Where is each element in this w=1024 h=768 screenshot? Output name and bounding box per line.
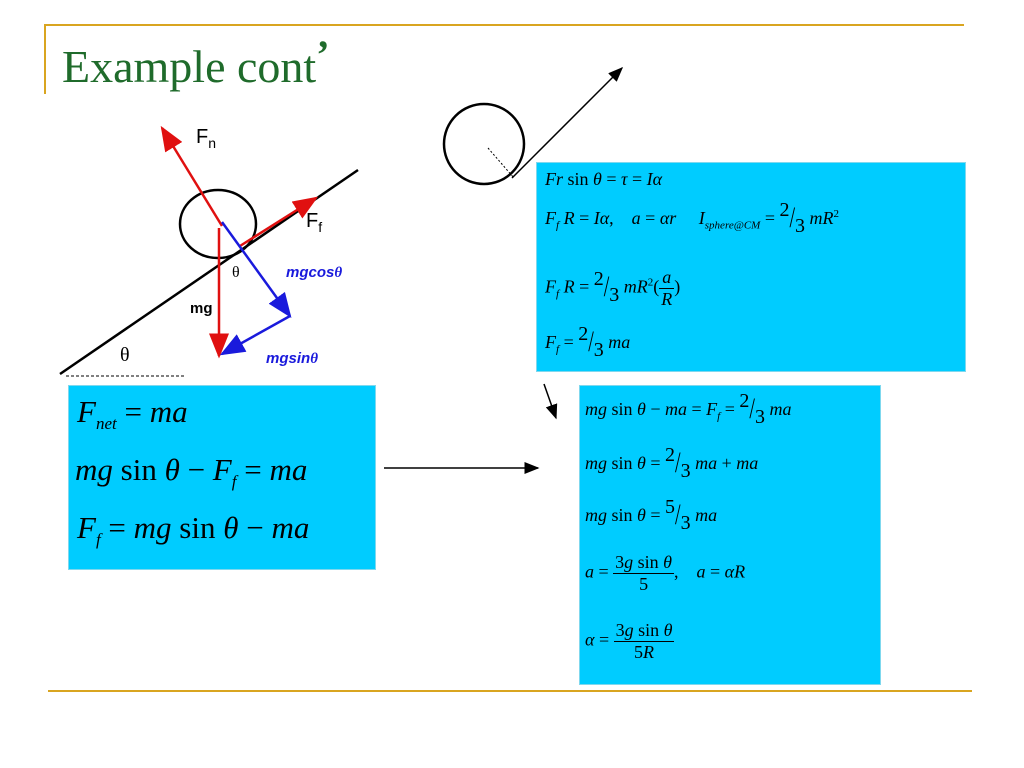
bottom-equation-box: mg sin θ − ma = Ff = 2/3 ma mg sin θ = 2… [579,385,881,685]
sphere-detail [442,102,526,186]
mgcos-text: mgcos [286,264,335,281]
bottom-eq-3: mg sin θ = 5/3 ma [585,496,718,534]
top-eq-1: Fr sin θ = τ = Iα [545,169,663,189]
normal-force-label: Fn [196,126,216,151]
flow-arrow-down [543,383,558,420]
mgcos-theta: θ [334,265,343,281]
sphere-tangent-arrow [511,66,624,179]
bottom-rule [48,690,972,692]
sphere-radius-dashed [487,147,515,179]
mgsin-label: mgsinθ [266,350,318,368]
friction-force-arrow [239,196,319,248]
weight-label: mg [190,300,213,317]
top-equation-box: Fr sin θ = τ = Iα Ff R = Iα, a = αr Isph… [536,162,966,372]
top-rule [44,24,964,26]
friction-force-label: Ff [306,210,322,235]
top-eq-2: Ff R = Iα, a = αr Isphere@CM = 2/3 mR2 [545,199,840,237]
bottom-eq-1: mg sin θ − ma = Ff = 2/3 ma [585,390,792,428]
fn-letter: F [196,126,209,148]
slide-title-mark: ’ [316,32,330,77]
bottom-eq-2: mg sin θ = 2/3 ma + ma [585,444,759,482]
slide-title-text: Example cont [62,41,317,92]
fn-subscript: n [208,135,217,151]
top-eq-4: Ff = 2/3 ma [545,323,631,361]
mgsin-text: mgsin [266,350,311,367]
mgsin-component-arrow [219,314,291,356]
left-rule [44,24,46,94]
left-eq-1: Fnet = ma [77,394,188,434]
mgcos-component-arrow [220,221,292,319]
ff-subscript: f [318,219,323,235]
left-equation-box: Fnet = ma mg sin θ − Ff = ma Ff = mg sin… [68,385,376,570]
mgsin-theta: θ [310,351,318,367]
normal-force-arrow [160,125,224,227]
incline-angle-label: θ [120,344,130,366]
left-eq-2: mg sin θ − Ff = ma [75,452,308,492]
left-eq-3: Ff = mg sin θ − ma [77,510,310,550]
ff-letter: F [306,210,319,232]
mgcos-label: mgcosθ [286,264,342,282]
slide-title: Example cont’ [62,32,330,93]
contact-angle-label: θ [232,264,240,281]
